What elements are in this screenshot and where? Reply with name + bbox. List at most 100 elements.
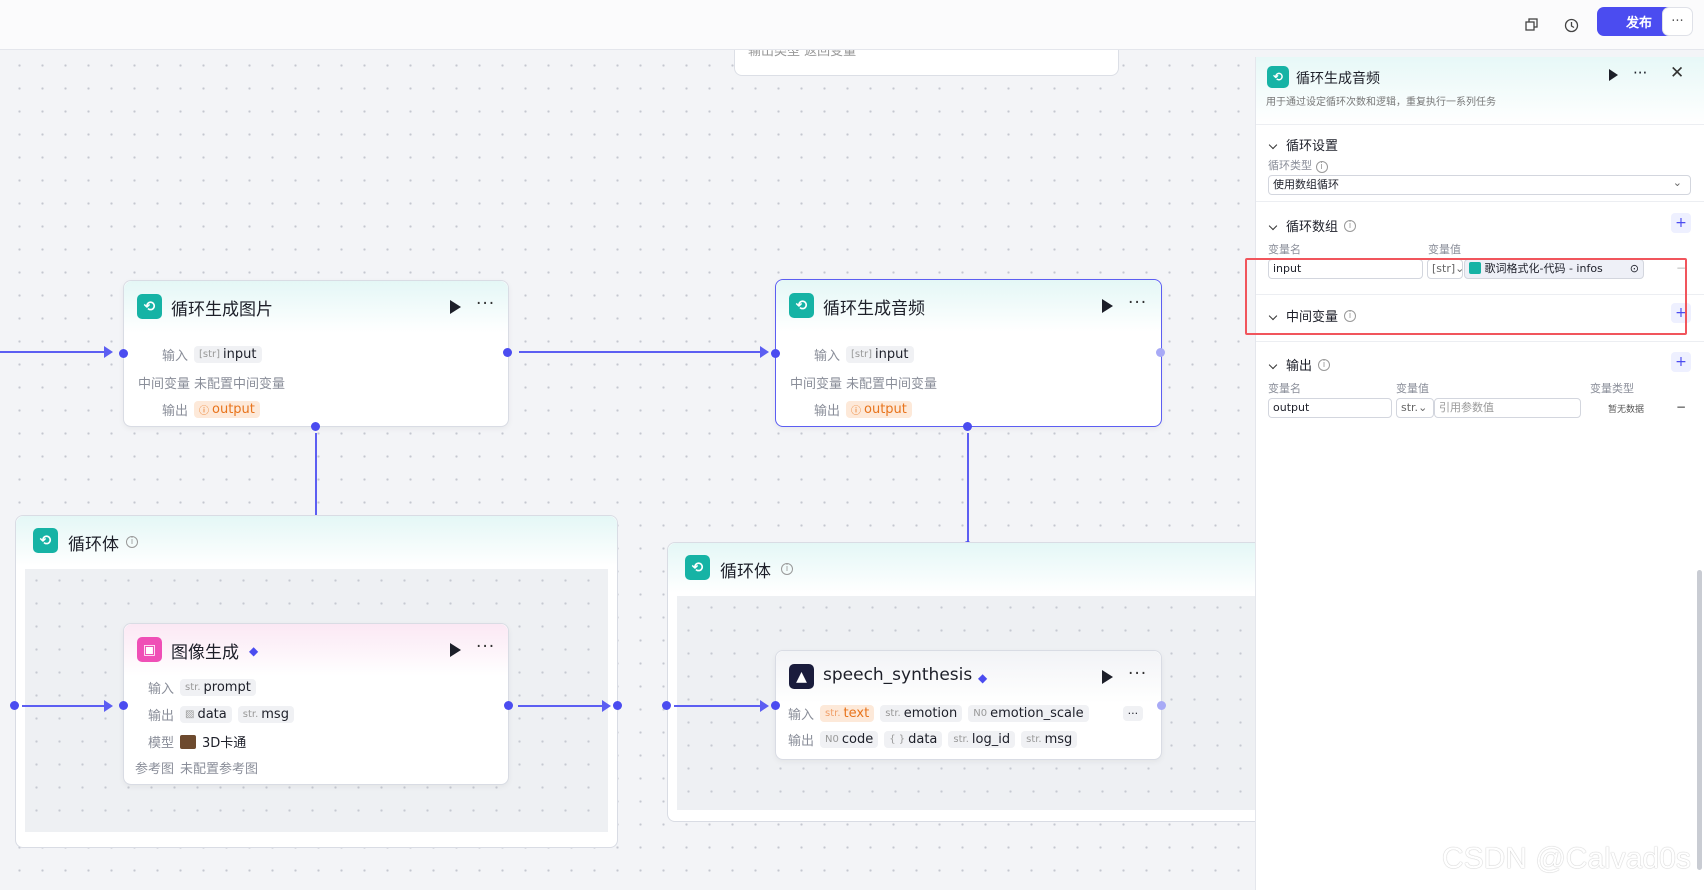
array-var-value: 歌词格式化-代码 - infos — [1484, 262, 1603, 275]
info-icon[interactable]: i — [781, 560, 793, 575]
loop-icon: ⟲ — [685, 555, 710, 580]
remove-row-icon[interactable]: − — [1676, 261, 1687, 275]
more-options-button[interactable]: ··· — [1662, 7, 1693, 36]
mid-var-label: 中间变量 — [790, 377, 843, 392]
more-inputs-icon[interactable]: ··· — [1122, 706, 1144, 721]
run-icon[interactable] — [1102, 670, 1113, 684]
input-value: text — [843, 706, 870, 721]
output-value: output — [864, 402, 907, 417]
node-title: 循环生成音频 — [823, 299, 925, 319]
info-icon: i — [1344, 309, 1357, 322]
out-type-value: str. — [1401, 401, 1419, 414]
node-title: 图像生成 — [171, 643, 239, 663]
output-value: log_id — [971, 732, 1011, 747]
outputs-toggle[interactable]: 输出 i — [1268, 355, 1331, 374]
var-name-label: 变量名 — [1268, 243, 1301, 256]
warning-icon: ⓘ — [851, 406, 861, 417]
out-var-value-input[interactable]: 引用参数值 — [1434, 398, 1581, 418]
section-title: 循环数组 — [1286, 220, 1339, 235]
loop-icon: ⟲ — [1267, 66, 1289, 88]
panel-more-icon[interactable]: ··· — [1633, 64, 1648, 82]
node-more-icon[interactable]: ··· — [476, 637, 496, 657]
run-icon[interactable] — [1609, 69, 1618, 81]
output-tag: { }data — [884, 731, 943, 748]
premium-badge-icon: ◆ — [249, 644, 259, 658]
edge-line — [967, 433, 969, 549]
run-icon[interactable] — [1102, 299, 1113, 313]
node-header — [124, 281, 508, 333]
input-port[interactable] — [771, 701, 780, 710]
number-type-icon: N0 — [973, 708, 988, 719]
loop-icon: ⟲ — [33, 528, 58, 553]
node-more-icon[interactable]: ··· — [1128, 293, 1148, 313]
edge-arrow — [104, 700, 113, 712]
output-value: msg — [1044, 732, 1073, 747]
node-more-icon[interactable]: ··· — [476, 294, 496, 314]
out-var-name-input[interactable]: output — [1268, 398, 1392, 418]
model-avatar — [180, 734, 196, 749]
run-icon[interactable] — [450, 300, 461, 314]
node-image-generation[interactable]: ▣ 图像生成 ◆ ··· 输入 str.prompt 输出 ▨data str.… — [123, 623, 509, 785]
input-tag: [str]input — [846, 346, 914, 363]
array-type-select[interactable]: [str]⌄ — [1427, 259, 1464, 279]
output-label: 输出 — [161, 404, 188, 419]
loop-icon: ⟲ — [789, 293, 814, 318]
loop-port[interactable] — [311, 422, 320, 431]
input-tag: [str]input — [194, 346, 262, 363]
loop-type-select[interactable]: 使用数组循环⌄ — [1268, 175, 1691, 195]
input-port[interactable] — [119, 349, 128, 358]
input-port[interactable] — [771, 349, 780, 358]
run-icon[interactable] — [450, 643, 461, 657]
image-gen-icon: ▣ — [137, 637, 162, 662]
input-label: 输入 — [161, 349, 188, 364]
section-title: 输出 — [1286, 359, 1313, 374]
loop-body-group-left[interactable]: ⟲ 循环体 i — [15, 515, 618, 848]
loop-settings-section: 循环设置 循环类型 i 使用数组循环⌄ — [1268, 135, 1692, 205]
partial-node-card[interactable]: 输出类型 返回变量 — [734, 50, 1119, 76]
node-loop-audio[interactable]: ⟲ 循环生成音频 ··· 输入 [str]input 中间变量 未配置中间变量 … — [775, 279, 1162, 427]
edge-line — [519, 351, 765, 353]
node-loop-image[interactable]: ⟲ 循环生成图片 ··· 输入 [str]input 中间变量 未配置中间变量 … — [123, 280, 509, 427]
mid-vars-toggle[interactable]: 中间变量 i — [1268, 306, 1357, 325]
loop-settings-toggle[interactable]: 循环设置 — [1268, 135, 1338, 154]
input-value: prompt — [203, 680, 251, 695]
add-array-button[interactable]: + — [1671, 213, 1691, 233]
input-label: 输入 — [787, 708, 814, 723]
node-speech-synthesis[interactable]: ▲ speech_synthesis ◆ ··· 输入 str.text str… — [775, 650, 1162, 760]
group-port[interactable] — [662, 701, 671, 710]
section-title: 中间变量 — [1286, 310, 1339, 325]
loop-port[interactable] — [963, 422, 972, 431]
edge-line — [674, 705, 766, 707]
clear-icon[interactable]: ⊙ — [1629, 262, 1639, 275]
node-title: speech_synthesis — [823, 665, 973, 685]
info-icon: i — [1318, 358, 1331, 371]
scrollbar[interactable] — [1697, 570, 1702, 870]
group-port[interactable] — [10, 701, 19, 710]
group-header — [668, 543, 1266, 593]
divider — [1256, 341, 1704, 342]
input-value: emotion_scale — [990, 706, 1084, 721]
output-port[interactable] — [504, 701, 513, 710]
input-value: emotion — [903, 706, 958, 721]
close-icon[interactable]: ✕ — [1670, 63, 1685, 83]
output-port[interactable] — [1157, 701, 1166, 710]
input-port[interactable] — [119, 701, 128, 710]
history-icon[interactable] — [1559, 13, 1583, 37]
output-port[interactable] — [503, 348, 512, 357]
group-port[interactable] — [613, 701, 622, 710]
copy-icon[interactable] — [1520, 13, 1544, 37]
remove-row-icon[interactable]: − — [1676, 400, 1687, 414]
add-output-button[interactable]: + — [1671, 352, 1691, 372]
info-icon[interactable]: i — [126, 533, 138, 548]
output-value: data — [908, 732, 938, 747]
out-type-select[interactable]: str.⌄ — [1396, 398, 1434, 418]
node-more-icon[interactable]: ··· — [1128, 664, 1148, 684]
output-value: msg — [261, 707, 289, 722]
output-port[interactable] — [1156, 348, 1165, 357]
output-value: output — [212, 402, 255, 417]
